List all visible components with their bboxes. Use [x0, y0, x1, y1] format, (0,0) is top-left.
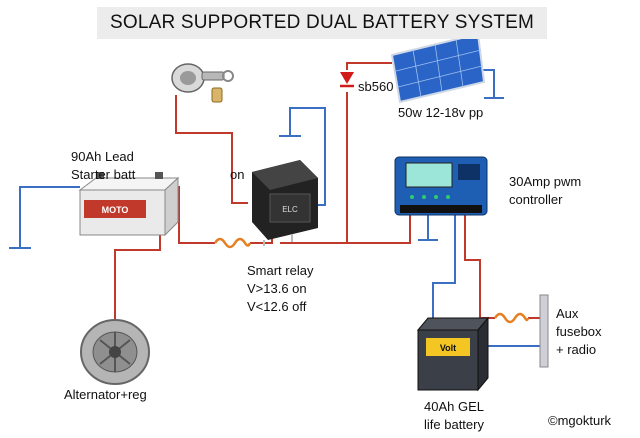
diode-icon [340, 72, 354, 88]
wire-controller-gel [464, 215, 481, 318]
relay-label-line1: Smart relay [247, 263, 314, 278]
gel-brand: Volt [440, 343, 456, 353]
solar-panel-icon [390, 32, 486, 104]
fusebox-icon [539, 294, 549, 368]
aux-label-line1: Aux [556, 306, 579, 321]
wire-panel-ground [480, 69, 495, 98]
controller-label: 30Amp pwm controller [509, 173, 581, 209]
ignition-switch-icon [171, 63, 234, 103]
negative-wires [9, 69, 540, 347]
relay-label-line2: V>13.6 on [247, 281, 307, 296]
gel-label-line2: life battery [424, 417, 484, 432]
starter-battery-label: 90Ah Lead Starter batt [71, 148, 135, 184]
fuse-icon [213, 237, 252, 249]
starter-label-line1: 90Ah Lead [71, 149, 134, 164]
svg-text:ELC: ELC [282, 205, 298, 214]
wire-starter-ground [19, 186, 80, 248]
panel-label: 50w 12-18v pp [398, 105, 484, 120]
starter-label-line2: Starter batt [71, 167, 136, 182]
wire-alternator [114, 225, 161, 322]
wire-controller-gel-neg [432, 215, 456, 318]
gel-battery-icon: Volt [416, 316, 490, 392]
credit-label: ©mgokturk [548, 413, 612, 428]
controller-label-line2: controller [509, 192, 563, 207]
gel-battery-label: 40Ah GEL life battery [424, 398, 484, 434]
gel-label-line1: 40Ah GEL [424, 399, 484, 414]
aux-label-line2: fusebox [556, 324, 602, 339]
ignition-on-label: on [230, 167, 245, 182]
diagram-title: SOLAR SUPPORTED DUAL BATTERY SYSTEM [97, 7, 547, 39]
aux-label: Aux fusebox + radio [556, 305, 602, 359]
starter-battery-icon: MOTO [78, 172, 180, 237]
charge-controller-icon [394, 156, 488, 216]
aux-label-line3: + radio [556, 342, 597, 357]
wire-ignition-relay [175, 95, 248, 204]
relay-label-line3: V<12.6 off [247, 299, 307, 314]
alternator-label: Alternator+reg [64, 387, 147, 402]
controller-label-line1: 30Amp pwm [509, 174, 582, 189]
wire-relay-ground [289, 107, 326, 206]
wire-relay-controller [280, 215, 411, 244]
fuse-icon [493, 312, 530, 324]
wire-diode-panel [346, 62, 392, 70]
alternator-icon [80, 319, 150, 385]
relay-icon: ELC [252, 160, 318, 246]
diode-label: sb560 [358, 79, 394, 94]
relay-label: Smart relay V>13.6 on V<12.6 off [247, 262, 313, 316]
starter-brand: MOTO [102, 205, 129, 215]
